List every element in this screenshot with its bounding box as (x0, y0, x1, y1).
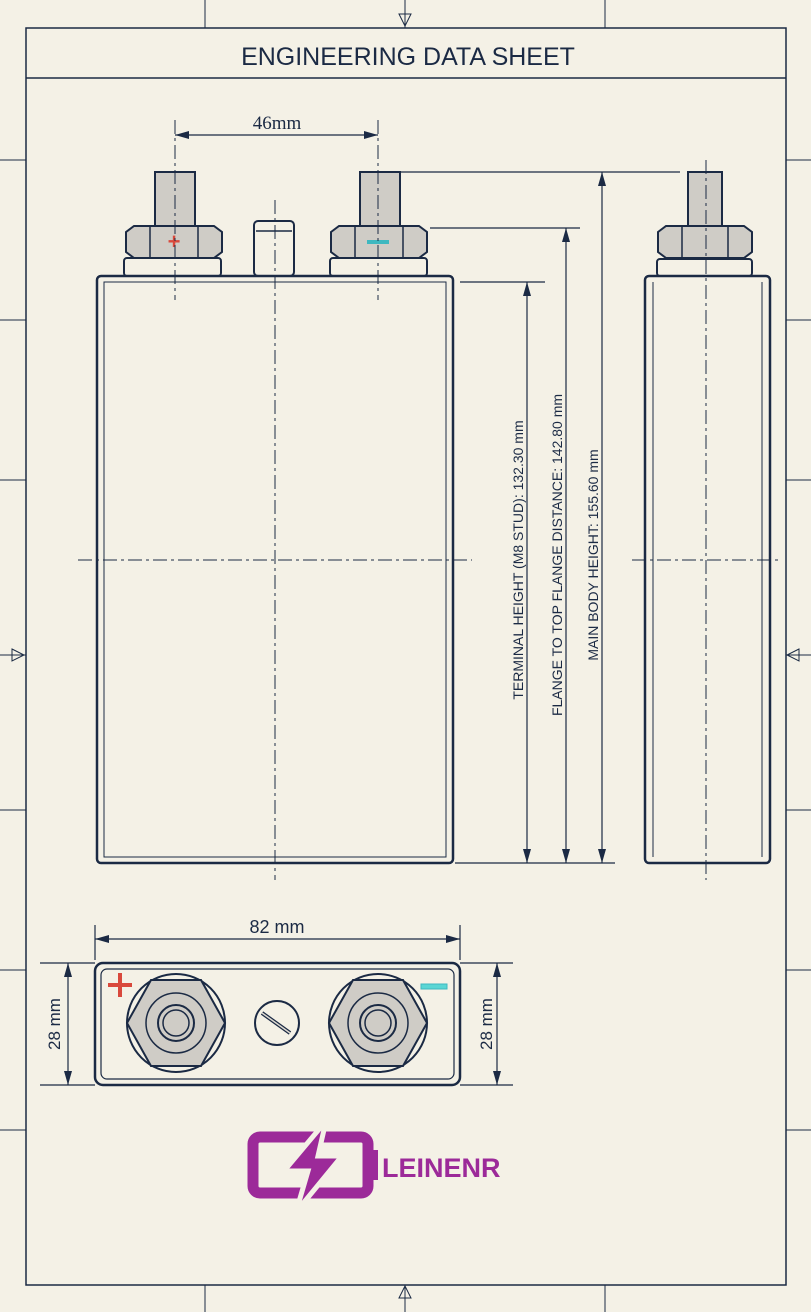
body-height-label: MAIN BODY HEIGHT: 155.60 mm (585, 449, 601, 660)
positive-terminal: + (123, 171, 223, 277)
positive-symbol: + (168, 229, 181, 254)
width-label: 82 mm (249, 917, 304, 937)
depth-label-left: 28 mm (45, 998, 64, 1050)
positive-terminal-top (108, 973, 227, 1073)
terminal-spacing-label: 46mm (253, 113, 302, 134)
brand-logo: LEINENR (247, 1119, 501, 1214)
negative-terminal-top (327, 973, 448, 1073)
height-dimensions (400, 171, 680, 864)
top-view: 82 mm 28 mm 28 mm (40, 917, 513, 1087)
vent-valve (253, 220, 295, 277)
sheet-title: ENGINEERING DATA SHEET (241, 43, 575, 71)
depth-label-right: 28 mm (477, 998, 496, 1050)
side-view (632, 160, 782, 880)
negative-terminal (329, 171, 428, 277)
flange-distance-label: FLANGE TO TOP FLANGE DISTANCE: 142.80 mm (549, 394, 565, 716)
front-view: + 46mm (78, 113, 472, 880)
vent-screw (254, 1000, 300, 1046)
brand-name: LEINENR (382, 1153, 501, 1183)
terminal-height-label: TERMINAL HEIGHT (M8 STUD): 132.30 mm (510, 420, 526, 699)
